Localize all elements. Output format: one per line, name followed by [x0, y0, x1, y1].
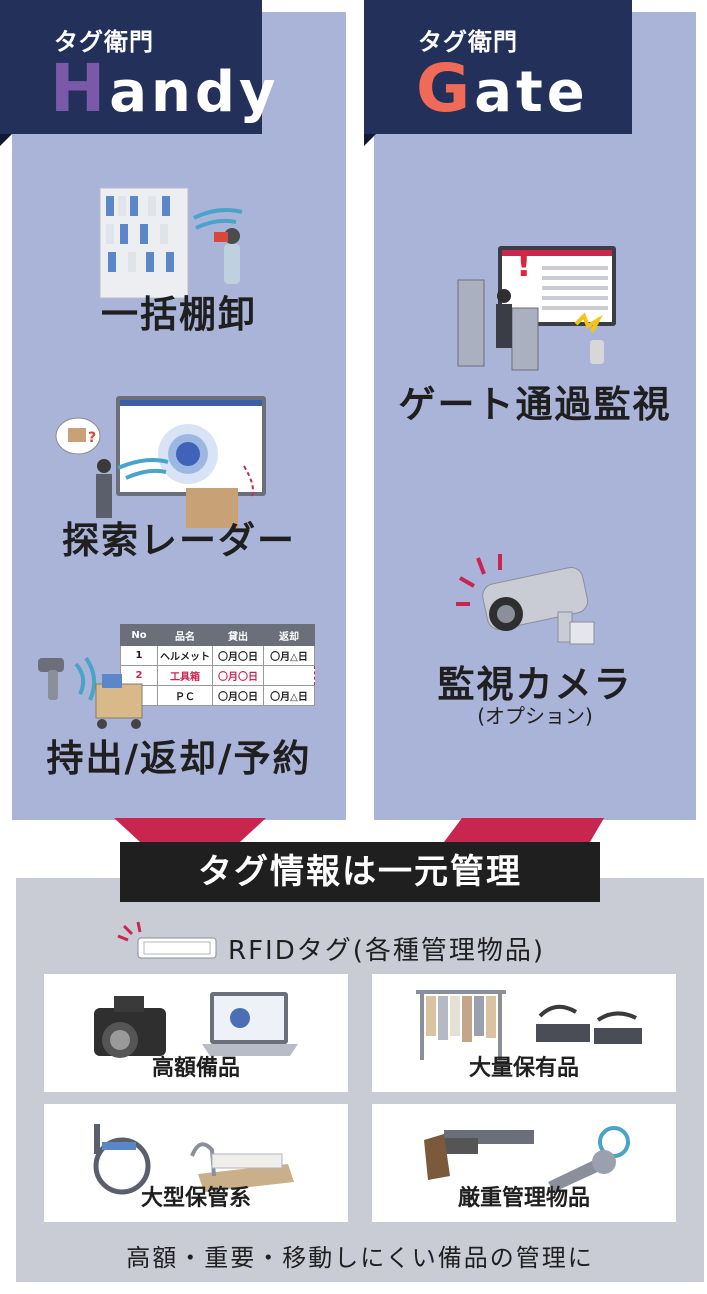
table-row: 2 工具箱 〇月〇日 [120, 665, 315, 686]
category-card-strict: 厳重管理物品 [372, 1104, 676, 1222]
handy-feature-inventory: 一括棚卸 [101, 293, 257, 336]
clothes-rack-cables-icon [416, 990, 642, 1060]
table-cell: 〇月〇日 [212, 645, 264, 666]
table-row: 1 ヘルメット 〇月〇日 〇月△日 [120, 645, 315, 666]
gate-header: タグ衛門 Gate [364, 0, 632, 134]
card-label: 大型保管系 [140, 1186, 251, 1211]
handy-feature-radar: 探索レーダー [62, 519, 296, 562]
handheld-reader-cart-illustration [38, 656, 143, 729]
gate-header-sub: タグ衛門 [418, 28, 518, 56]
camera-laptop-icon [94, 992, 298, 1058]
table-row: ＰＣ 〇月〇日 〇月△日 [120, 685, 315, 706]
radar-search-illustration: ? [55, 396, 266, 528]
table-cell: 工具箱 [157, 665, 213, 686]
handy-header-sub: タグ衛門 [54, 28, 154, 56]
category-card-large: 大型保管系 [44, 1104, 348, 1222]
gun-key-icon [424, 1126, 630, 1192]
central-management-banner: タグ情報は一元管理 [120, 842, 600, 902]
wheelchair-bed-icon [93, 1124, 294, 1195]
gate-header-title: Gate [416, 56, 589, 122]
table-header-cell: 返却 [263, 624, 315, 646]
table-cell: ＰＣ [157, 685, 213, 706]
handy-header-cap: H [50, 50, 110, 127]
gate-header-notch [364, 134, 376, 146]
table-cell: 〇月△日 [263, 645, 315, 666]
gate-header-cap: G [416, 50, 475, 127]
category-card-bulk: 大量保有品 [372, 974, 676, 1092]
handy-header-rest: andy [109, 60, 280, 125]
bookshelf-scan-illustration [99, 187, 243, 299]
handy-header-title: Handy [50, 56, 280, 122]
rfid-tag-icon [117, 921, 217, 959]
table-header-cell: 貸出 [212, 624, 264, 646]
gate-monitor-illustration: ! [457, 245, 616, 371]
card-label: 高額備品 [151, 1056, 240, 1081]
table-cell: 〇月△日 [263, 685, 315, 706]
table-cell: 〇月〇日 [212, 665, 264, 686]
table-cell: ヘルメット [157, 645, 213, 666]
handy-header: タグ衛門 Handy [0, 0, 275, 134]
table-cell: 〇月〇日 [212, 685, 264, 706]
table-cell [263, 665, 315, 686]
gate-feature-monitoring: ゲート通過監視 [398, 383, 672, 426]
checkout-table: No 品名 貸出 返却 1 ヘルメット 〇月〇日 〇月△日 2 工具箱 〇月〇日… [120, 624, 315, 706]
gate-panel [374, 12, 696, 820]
svg-text:?: ? [88, 430, 96, 446]
rfid-label: RFIDタグ(各種管理物品) [228, 936, 545, 966]
table-header-cell: 品名 [157, 624, 213, 646]
table-header-row: No 品名 貸出 返却 [120, 624, 315, 646]
svg-text:!: ! [516, 245, 532, 285]
gate-feature-camera: 監視カメラ [437, 663, 633, 706]
card-label: 厳重管理物品 [457, 1186, 590, 1211]
gate-header-rest: ate [474, 60, 589, 125]
handy-feature-checkout: 持出/返却/予約 [46, 737, 312, 780]
bottom-footer-text: 高額・重要・移動しにくい備品の管理に [126, 1244, 594, 1272]
security-camera-icon [456, 554, 595, 645]
handy-header-notch [0, 134, 12, 146]
table-header-cell: No [120, 624, 158, 646]
connector-arrows [114, 818, 604, 842]
category-card-high-value: 高額備品 [44, 974, 348, 1092]
card-label: 大量保有品 [468, 1056, 579, 1081]
gate-camera-option-note: (オプション) [477, 704, 593, 728]
